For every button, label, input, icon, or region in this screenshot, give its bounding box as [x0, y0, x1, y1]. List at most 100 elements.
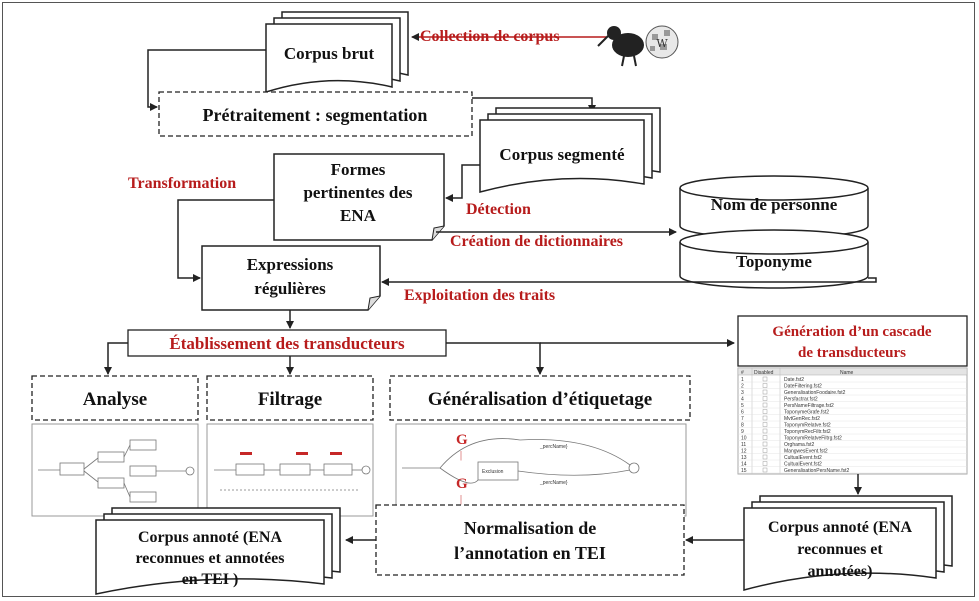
- cascade-row-checkbox[interactable]: [762, 448, 768, 453]
- cascade-row-number: 7: [741, 416, 744, 422]
- normalisation-box: [375, 504, 685, 576]
- corpus-annote-right-line3: annotées): [808, 563, 873, 580]
- cascade-row-name[interactable]: DateFiltering.fst2: [784, 384, 822, 390]
- expressions-label-line1: Expressions: [247, 255, 334, 274]
- corpus-annote-left-line1: Corpus annoté (ENA: [138, 529, 282, 546]
- connector-brut-pretraitement: [147, 49, 266, 111]
- creation-label: Création de dictionnaires: [450, 233, 623, 250]
- cascade-row-name[interactable]: ToponymRelatve.fst2: [784, 423, 831, 429]
- cascade-row-name[interactable]: ToponymRelatveFiltrg.fst2: [784, 436, 842, 442]
- normalisation-label-line1: Normalisation de: [464, 518, 597, 538]
- cascade-header-disabled: Disabled: [754, 370, 774, 376]
- cascade-row-number: 5: [741, 403, 744, 409]
- graph-label-exclusion: Exclusion: [482, 469, 504, 475]
- cascade-row-checkbox[interactable]: [762, 402, 768, 408]
- connector-formes-expressions: [177, 199, 274, 282]
- cascade-row-checkbox[interactable]: [762, 396, 768, 401]
- cascade-row-checkbox[interactable]: [762, 415, 768, 421]
- analyse-box: [31, 375, 199, 421]
- filtrage-red-marks: [240, 452, 342, 455]
- cascade-row-name[interactable]: CultualEvent.fst2: [784, 462, 822, 468]
- cascade-row-checkbox[interactable]: [762, 389, 768, 395]
- generalisation-marker-bar1: |: [460, 450, 462, 461]
- connector-dictionnaires-expressions: [381, 277, 877, 286]
- connector-segmente-formes: [445, 164, 480, 202]
- connector-to-generalisation: [446, 342, 544, 375]
- cascade-row-checkbox[interactable]: [762, 441, 768, 447]
- cascade-row-name[interactable]: MangwesEvent.fst2: [784, 449, 828, 455]
- cascade-label-line1: Génération d’un cascade: [772, 324, 932, 340]
- cascade-row-number: 1: [741, 377, 744, 383]
- cascade-header-name: Name: [840, 370, 854, 376]
- detection-label: Détection: [466, 201, 531, 218]
- cascade-row-name[interactable]: CultualEvent.fst2: [784, 455, 822, 461]
- nom-personne-label: Nom de personne: [711, 195, 838, 214]
- cascade-row-name[interactable]: ToponymRecFiltr.fst2: [784, 429, 831, 435]
- corpus-brut-stack: Corpus brut: [265, 11, 409, 94]
- cascade-row-checkbox[interactable]: [762, 435, 768, 440]
- wikipedia-globe-icon: W: [645, 25, 679, 59]
- normalisation-label-line2: l’annotation en TEI: [454, 543, 606, 563]
- cascade-row-name[interactable]: PersNameFiltrage.fst2: [784, 403, 834, 409]
- formes-label-line1: Formes: [331, 160, 386, 179]
- cascade-row-number: 10: [741, 436, 747, 442]
- cascade-row-number: 15: [741, 468, 747, 474]
- cascade-row-checkbox[interactable]: [762, 461, 768, 466]
- generalisation-label: Généralisation d’étiquetage: [428, 389, 652, 410]
- connector-to-analyse: [104, 342, 128, 375]
- cascade-row-name[interactable]: Persfactrar.fst2: [784, 397, 818, 403]
- cascade-row-checkbox[interactable]: [762, 383, 768, 388]
- cascade-row-checkbox[interactable]: [762, 428, 768, 434]
- dictionary-nom-personne: Nom de personne: [679, 175, 869, 239]
- cascade-row-name[interactable]: ToponymeGrafe.fst2: [784, 410, 829, 416]
- cascade-row-number: 8: [741, 423, 744, 429]
- cascade-row-number: 12: [741, 449, 747, 455]
- expressions-label-line2: régulières: [254, 279, 326, 298]
- cascade-row-checkbox[interactable]: [762, 467, 768, 473]
- pretraitement-label: Prétraitement : segmentation: [203, 105, 428, 125]
- cascade-row-checkbox[interactable]: [762, 376, 768, 382]
- graph-label-percname-2: _percName}: [539, 480, 568, 486]
- corpus-annote-right-line1: Corpus annoté (ENA: [768, 519, 912, 536]
- cascade-row-checkbox[interactable]: [762, 454, 768, 460]
- cascade-table: # Disabled Name 1 Date.fst2 2 DateFiltering…: [737, 367, 968, 475]
- generalisation-graph-thumbnail: [395, 423, 687, 517]
- cascade-row-number: 3: [741, 390, 744, 396]
- corpus-segmente-label: Corpus segmenté: [499, 145, 625, 164]
- pretraitement-box: [158, 91, 473, 137]
- transformation-label: Transformation: [128, 175, 236, 192]
- cascade-row-number: 9: [741, 429, 744, 435]
- cascade-row-checkbox[interactable]: [762, 422, 768, 427]
- corpus-annote-right-stack: Corpus annoté (ENA reconnues et annotées…: [743, 495, 953, 591]
- cascade-row-number: 2: [741, 384, 744, 390]
- dictionary-toponyme: Toponyme: [679, 229, 869, 289]
- cascade-row-checkbox[interactable]: [762, 409, 768, 414]
- cascade-row-name[interactable]: GeneralisationPersName.fst2: [784, 468, 850, 474]
- cascade-row-name[interactable]: Date.fst2: [784, 377, 804, 383]
- corpus-annote-left-stack: Corpus annoté (ENA reconnues et annotées…: [95, 507, 341, 595]
- etablissement-box: [127, 329, 447, 357]
- generalisation-marker-g2: G: [456, 476, 468, 492]
- cascade-row-number: 6: [741, 410, 744, 416]
- corpus-annote-right-line2: reconnues et: [797, 541, 883, 558]
- cascade-row-name[interactable]: GeneralisationFoodaire.fst2: [784, 390, 846, 396]
- toponyme-label: Toponyme: [736, 252, 812, 271]
- cascade-row-name[interactable]: Orghama.fst2: [784, 442, 815, 448]
- filtrage-label: Filtrage: [258, 389, 322, 410]
- kiwix-logo-icon: [597, 26, 644, 67]
- cascade-row-number: 11: [741, 442, 746, 448]
- corpus-annote-left-line3: en TEI ): [182, 571, 239, 588]
- analyse-graph-icon: [38, 439, 195, 503]
- corpus-brut-label: Corpus brut: [284, 44, 375, 63]
- analyse-label: Analyse: [83, 389, 147, 410]
- cascade-header-num: #: [741, 370, 744, 376]
- corpus-annote-left-line2: reconnues et annotées: [135, 550, 284, 567]
- cascade-row-name[interactable]: MvtGenRec.fst2: [784, 416, 820, 422]
- cascade-row-number: 13: [741, 455, 747, 461]
- cascade-box: [737, 315, 968, 367]
- cascade-row-number: 4: [741, 397, 744, 403]
- etablissement-label: Établissement des transducteurs: [169, 334, 405, 353]
- exploitation-label: Exploitation des traits: [404, 287, 555, 304]
